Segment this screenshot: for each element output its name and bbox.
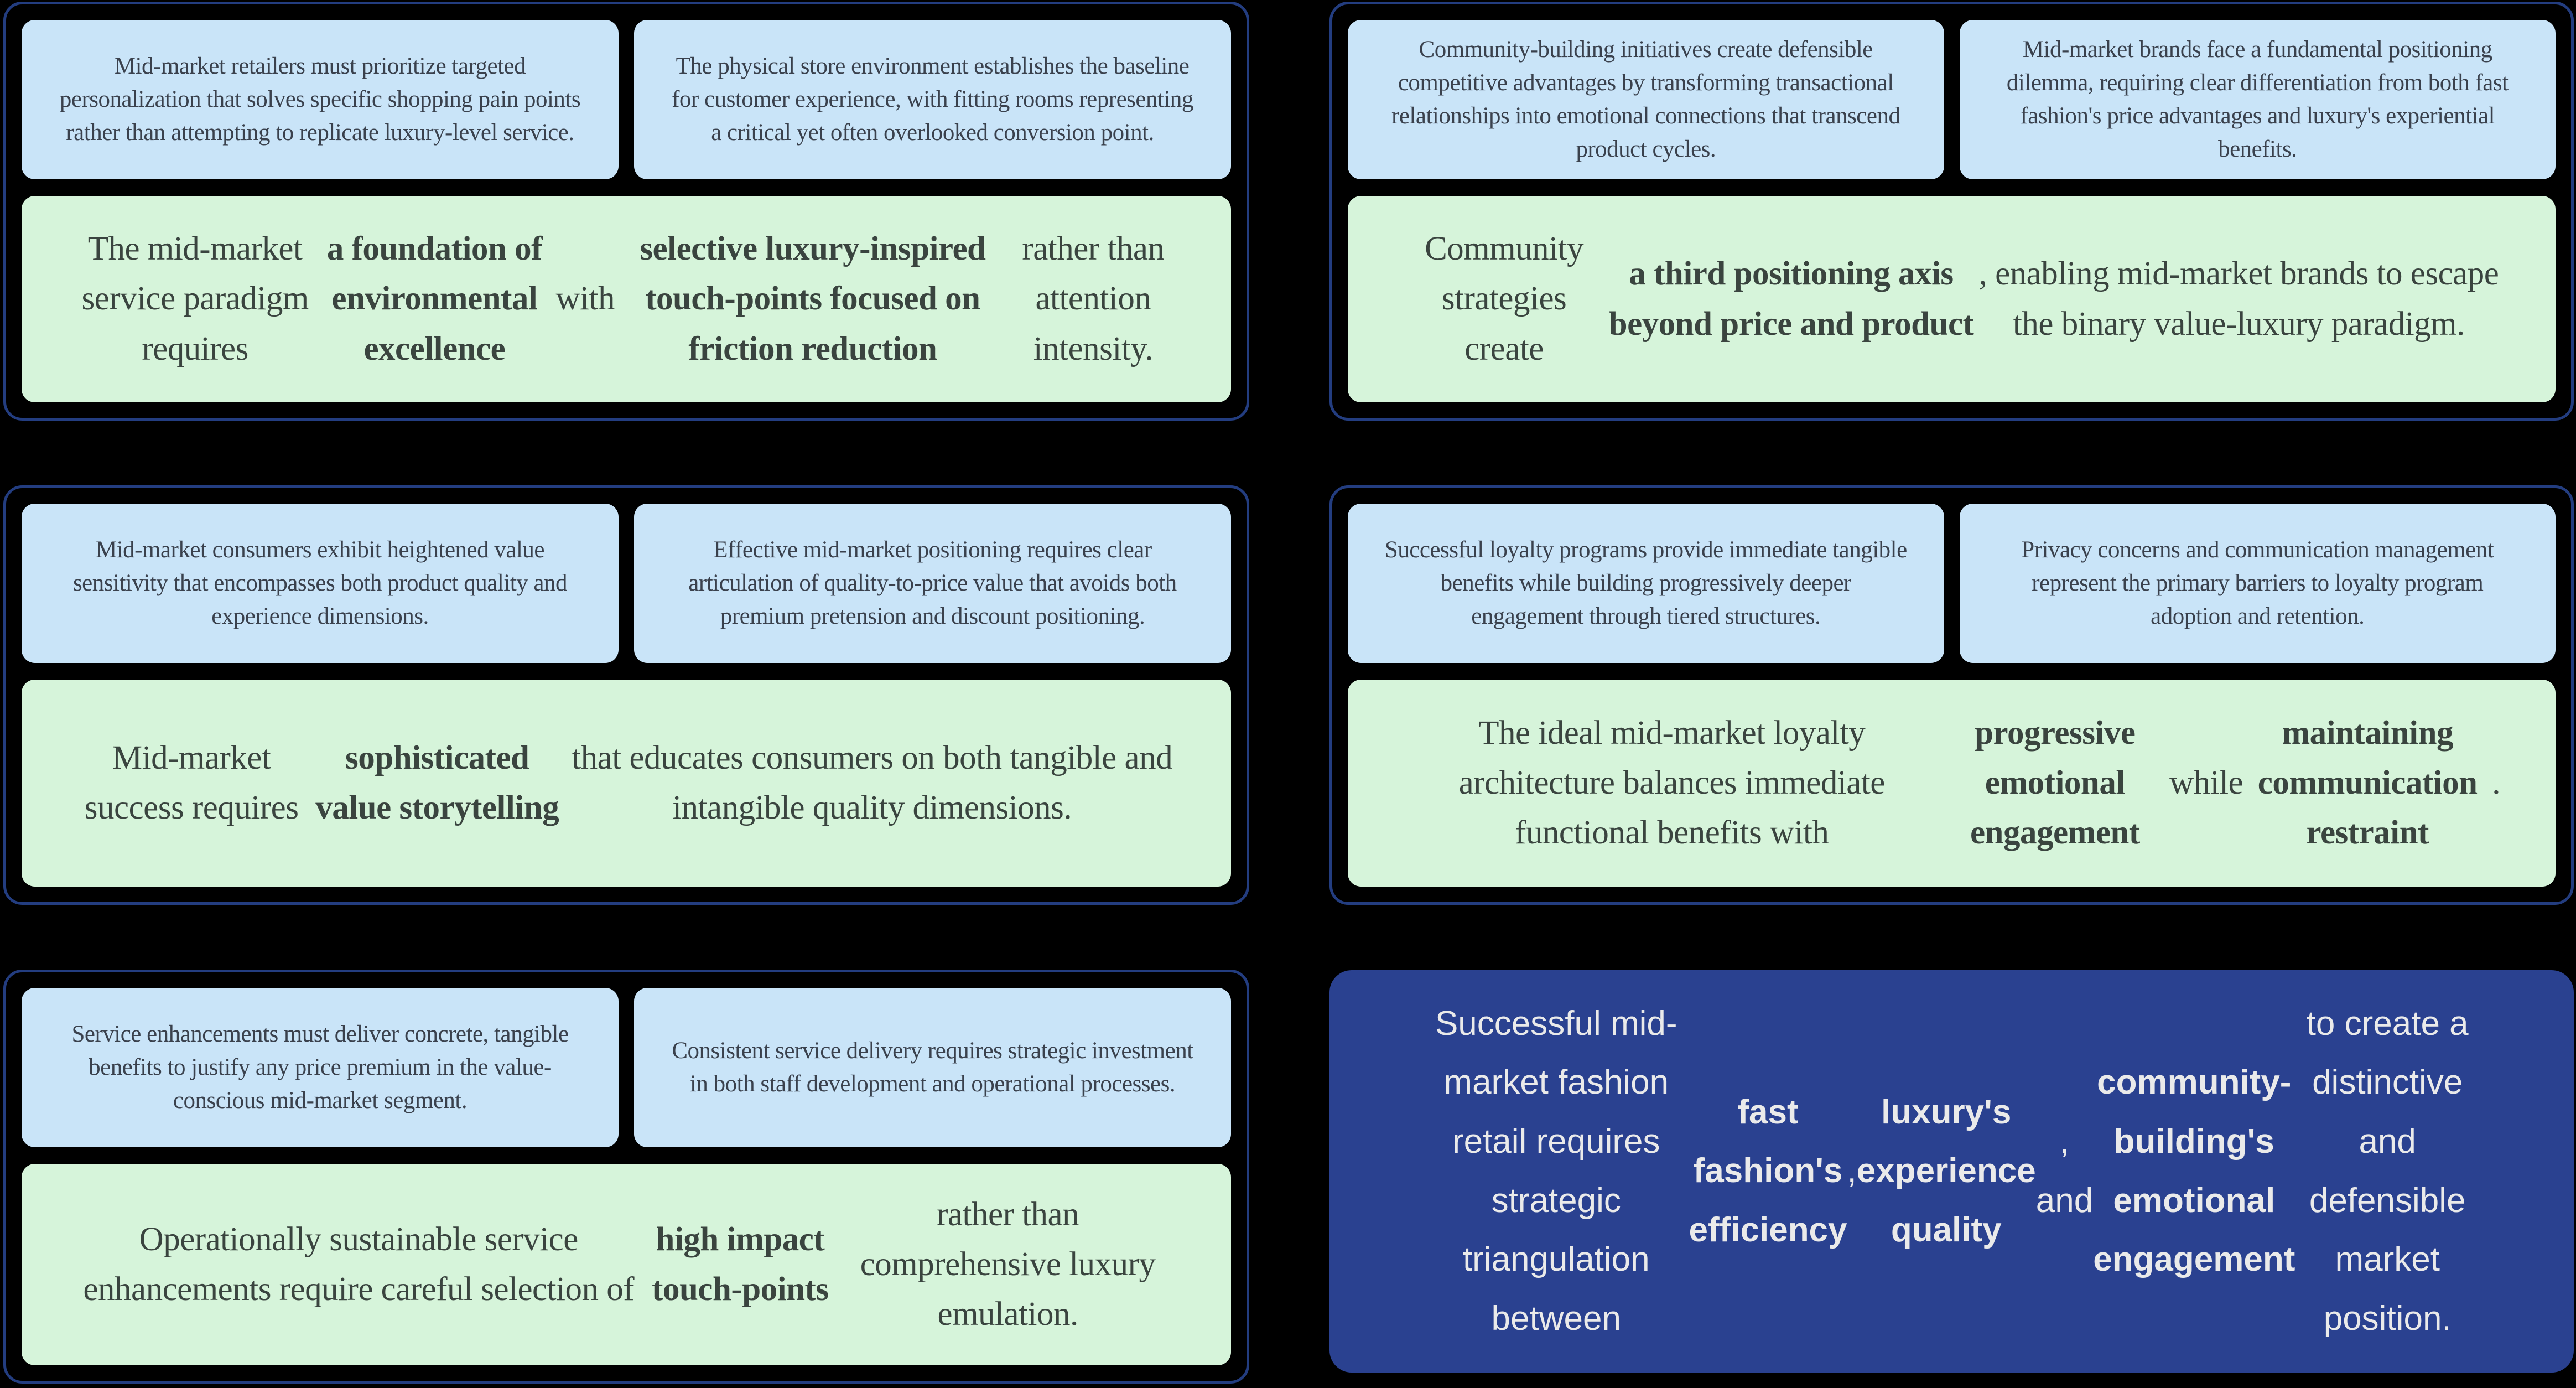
premise-box: Service enhancements must deliver concre… [22,988,619,1147]
premise-box: Effective mid-market positioning require… [634,504,1231,663]
premise-box: Privacy concerns and communication manag… [1959,504,2556,663]
conclusion-box: Mid-market success requires sophisticate… [22,680,1231,887]
premise-box: Mid-market consumers exhibit heightened … [22,504,619,663]
premise-box: Mid-market retailers must prioritize tar… [22,20,619,179]
argument-panel-service-enhancements: Service enhancements must deliver concre… [3,970,1249,1384]
conclusion-box: The ideal mid-market loyalty architectur… [1348,680,2556,887]
premise-row: Mid-market consumers exhibit heightened … [22,504,1231,663]
premise-box: The physical store environment establish… [634,20,1231,179]
argument-panel-loyalty-architecture: Successful loyalty programs provide imme… [1329,485,2574,905]
premise-row: Mid-market retailers must prioritize tar… [22,20,1231,179]
premise-box: Consistent service delivery requires str… [634,988,1231,1147]
premise-box: Mid-market brands face a fundamental pos… [1959,20,2556,179]
premise-row: Service enhancements must deliver concre… [22,988,1231,1147]
argument-panel-value-storytelling: Mid-market consumers exhibit heightened … [3,485,1249,905]
final-synthesis-box: Successful mid-market fashion retail req… [1329,970,2574,1373]
premise-row: Community-building initiatives create de… [1348,20,2556,179]
conclusion-box: The mid-market service paradigm requires… [22,196,1231,402]
premise-box: Successful loyalty programs provide imme… [1348,504,1944,663]
conclusion-box: Operationally sustainable service enhanc… [22,1164,1231,1365]
argument-panel-community-positioning: Community-building initiatives create de… [1329,2,2574,421]
premise-box: Community-building initiatives create de… [1348,20,1944,179]
argument-panel-service-paradigm: Mid-market retailers must prioritize tar… [3,2,1249,421]
premise-row: Successful loyalty programs provide imme… [1348,504,2556,663]
conclusion-box: Community strategies create a third posi… [1348,196,2556,402]
